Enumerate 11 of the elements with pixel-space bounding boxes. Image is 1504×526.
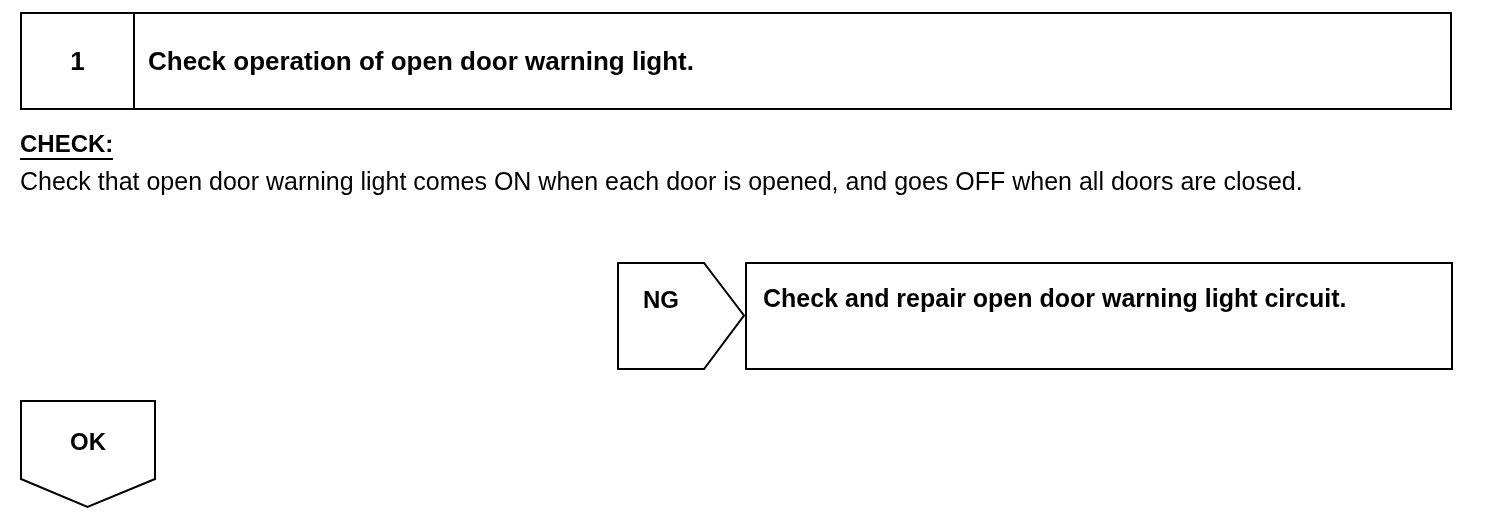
step-number: 1: [69, 44, 86, 78]
section-heading: CHECK:: [20, 130, 114, 160]
step-title: Check operation of open door warning light.: [148, 44, 695, 78]
ok-label: OK: [69, 428, 107, 456]
ng-label: NG: [642, 286, 680, 314]
check-instruction: Check that open door warning light comes ON when each door is opened, and goes OFF when all doors are closed.: [20, 166, 1304, 197]
ng-chevron: [617, 262, 745, 370]
action-box: [745, 262, 1453, 370]
action-text: Check and repair open door warning light circuit.: [763, 284, 1348, 312]
ok-chevron: [20, 400, 156, 508]
step-box: [20, 12, 1452, 110]
